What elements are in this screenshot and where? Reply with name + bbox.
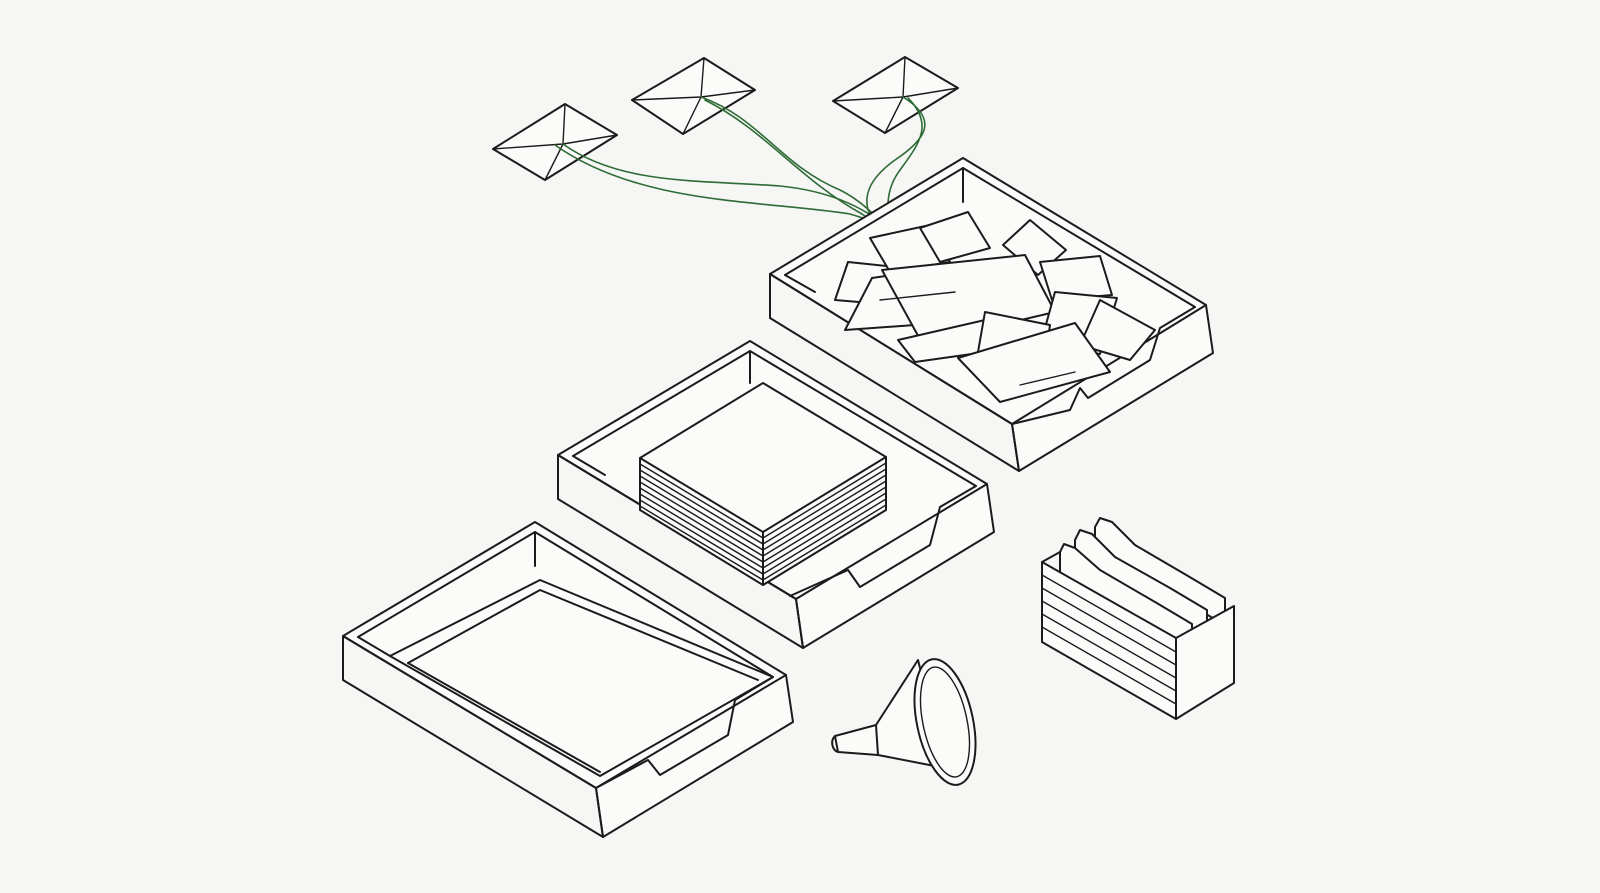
empty-tray <box>342 521 794 838</box>
stacked-papers-tray <box>557 340 995 649</box>
cluttered-inbox-tray <box>769 157 1214 472</box>
funnel-icon <box>831 658 977 786</box>
file-folder-box <box>1041 517 1235 720</box>
envelope-icon <box>631 57 756 135</box>
envelope-icon <box>832 56 959 134</box>
